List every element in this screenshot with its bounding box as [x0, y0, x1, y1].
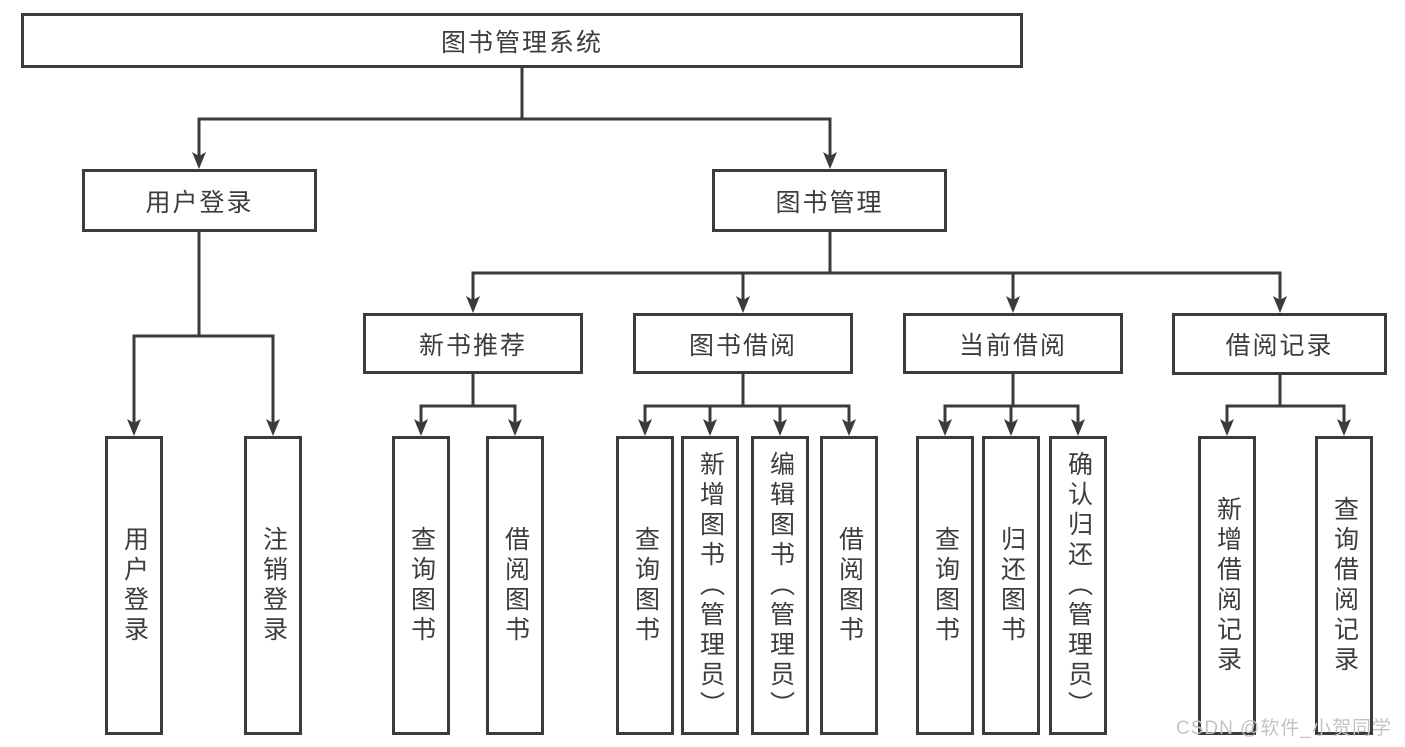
node-current-borrow-label: 当前借阅	[958, 331, 1067, 360]
leaf-borrow-book-1-label: 借阅图书	[501, 525, 530, 646]
node-root: 图书管理系统	[21, 13, 1023, 68]
leaf-borrow-book-1: 借阅图书	[486, 436, 544, 735]
node-book-borrow: 图书借阅	[633, 313, 853, 374]
watermark-text: CSDN @软件_小贺同学	[1176, 718, 1392, 739]
leaf-query-book-3-label: 查询图书	[931, 525, 960, 646]
connector-new-book-rec-to-leaves	[419, 374, 517, 423]
node-root-label: 图书管理系统	[440, 28, 603, 57]
leaf-query-borrow-record-label: 查询借阅记录	[1330, 495, 1359, 676]
connector-current-borrow-to-leaves	[943, 374, 1080, 423]
leaf-confirm-return-admin: 确认归还（管理员）	[1049, 436, 1107, 735]
leaf-query-book-3: 查询图书	[916, 436, 974, 735]
node-new-book-recommend: 新书推荐	[363, 313, 583, 374]
leaf-query-book-2-label: 查询图书	[631, 525, 660, 646]
node-book-management-label: 图书管理	[775, 188, 884, 217]
connector-user-login-to-leaves	[132, 232, 275, 423]
leaf-logout: 注销登录	[244, 436, 302, 735]
leaf-return-book-label: 归还图书	[997, 525, 1026, 646]
leaf-return-book: 归还图书	[982, 436, 1040, 735]
leaf-user-login: 用户登录	[105, 436, 163, 735]
node-borrow-records: 借阅记录	[1172, 313, 1387, 375]
leaf-add-book-admin-label: 新增图书（管理员）	[696, 450, 725, 721]
leaf-borrow-book-2-label: 借阅图书	[835, 525, 864, 646]
leaf-user-login-label: 用户登录	[120, 525, 149, 646]
leaf-confirm-return-admin-label: 确认归还（管理员）	[1064, 450, 1093, 721]
connector-root-to-level2	[197, 68, 832, 156]
connector-borrow-records-to-leaves	[1225, 375, 1346, 423]
leaf-edit-book-admin: 编辑图书（管理员）	[751, 436, 809, 735]
node-book-borrow-label: 图书借阅	[688, 331, 797, 360]
leaf-add-borrow-record-label: 新增借阅记录	[1213, 495, 1242, 676]
leaf-query-borrow-record: 查询借阅记录	[1315, 436, 1373, 735]
leaf-query-book-1: 查询图书	[392, 436, 450, 735]
node-current-borrow: 当前借阅	[903, 313, 1123, 374]
leaf-add-book-admin: 新增图书（管理员）	[681, 436, 739, 735]
node-new-book-recommend-label: 新书推荐	[418, 331, 527, 360]
node-book-management: 图书管理	[712, 169, 947, 232]
node-user-login: 用户登录	[82, 169, 317, 232]
node-borrow-records-label: 借阅记录	[1225, 332, 1334, 360]
leaf-logout-label: 注销登录	[259, 525, 288, 646]
leaf-add-borrow-record: 新增借阅记录	[1198, 436, 1256, 735]
leaf-borrow-book-2: 借阅图书	[820, 436, 878, 735]
connector-book-borrow-to-leaves	[643, 374, 851, 423]
leaf-edit-book-admin-label: 编辑图书（管理员）	[766, 450, 795, 721]
leaf-query-book-2: 查询图书	[616, 436, 674, 735]
leaf-query-book-1-label: 查询图书	[407, 525, 436, 646]
node-user-login-label: 用户登录	[145, 188, 254, 217]
connector-book-mgmt-to-level3	[471, 232, 1282, 300]
arrowheads	[127, 152, 1351, 436]
